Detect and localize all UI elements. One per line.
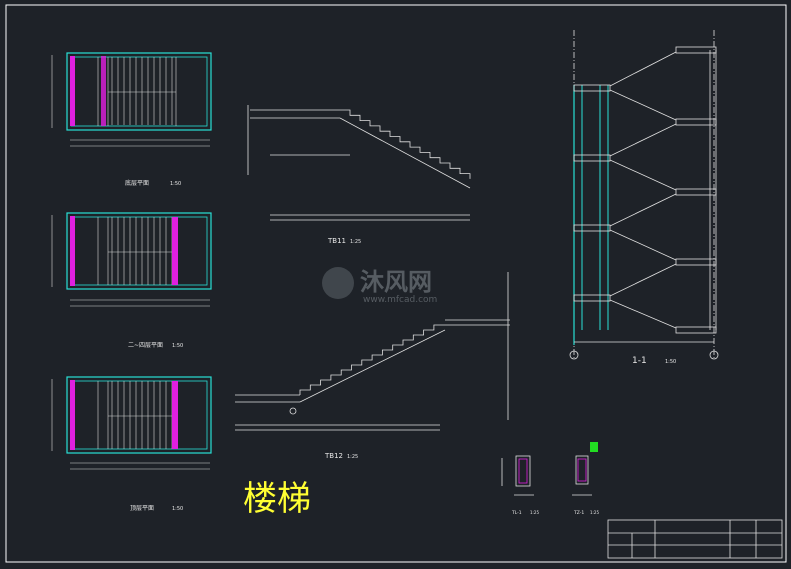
detail-tz1-label: TZ-1 <box>573 510 584 516</box>
detail-tl1-label: TL-1 <box>511 510 522 516</box>
plan-top <box>51 376 212 470</box>
detail-tl1 <box>501 455 534 496</box>
tb12-scale: 1:25 <box>347 454 358 460</box>
tb12-title: TB12 <box>324 452 343 460</box>
plan-middle <box>51 212 212 307</box>
tb11-scale: 1:25 <box>350 239 361 245</box>
tb11-stair-section <box>247 105 471 221</box>
watermark-brand: 沐风网 <box>360 268 432 296</box>
plan-ground-scale: 1:50 <box>170 181 181 187</box>
watermark-url: www.mfcad.com <box>363 295 437 305</box>
tb12-stair-section <box>235 272 510 431</box>
watermark: 沐风网 www.mfcad.com <box>322 267 437 305</box>
detail-tl1-scale: 1:25 <box>530 510 539 515</box>
title-block <box>607 519 783 559</box>
drawing-frame <box>5 4 787 563</box>
drawing-label: 楼梯 <box>243 479 311 519</box>
detail-tz1 <box>572 442 598 496</box>
plan-top-scale: 1:50 <box>172 506 183 512</box>
tb11-title: TB11 <box>327 237 346 245</box>
plan-middle-title: 二~四层平面 <box>128 342 163 349</box>
plan-ground <box>51 52 212 147</box>
plan-middle-scale: 1:50 <box>172 343 183 349</box>
detail-tz1-scale: 1:25 <box>590 510 599 515</box>
watermark-logo-icon <box>322 267 354 299</box>
section-scale: 1:50 <box>665 359 676 365</box>
plan-ground-title: 底层平面 <box>125 179 149 187</box>
section-title: 1-1 <box>632 356 647 366</box>
plan-top-title: 顶层平面 <box>130 505 154 512</box>
section-1-1 <box>569 30 719 360</box>
